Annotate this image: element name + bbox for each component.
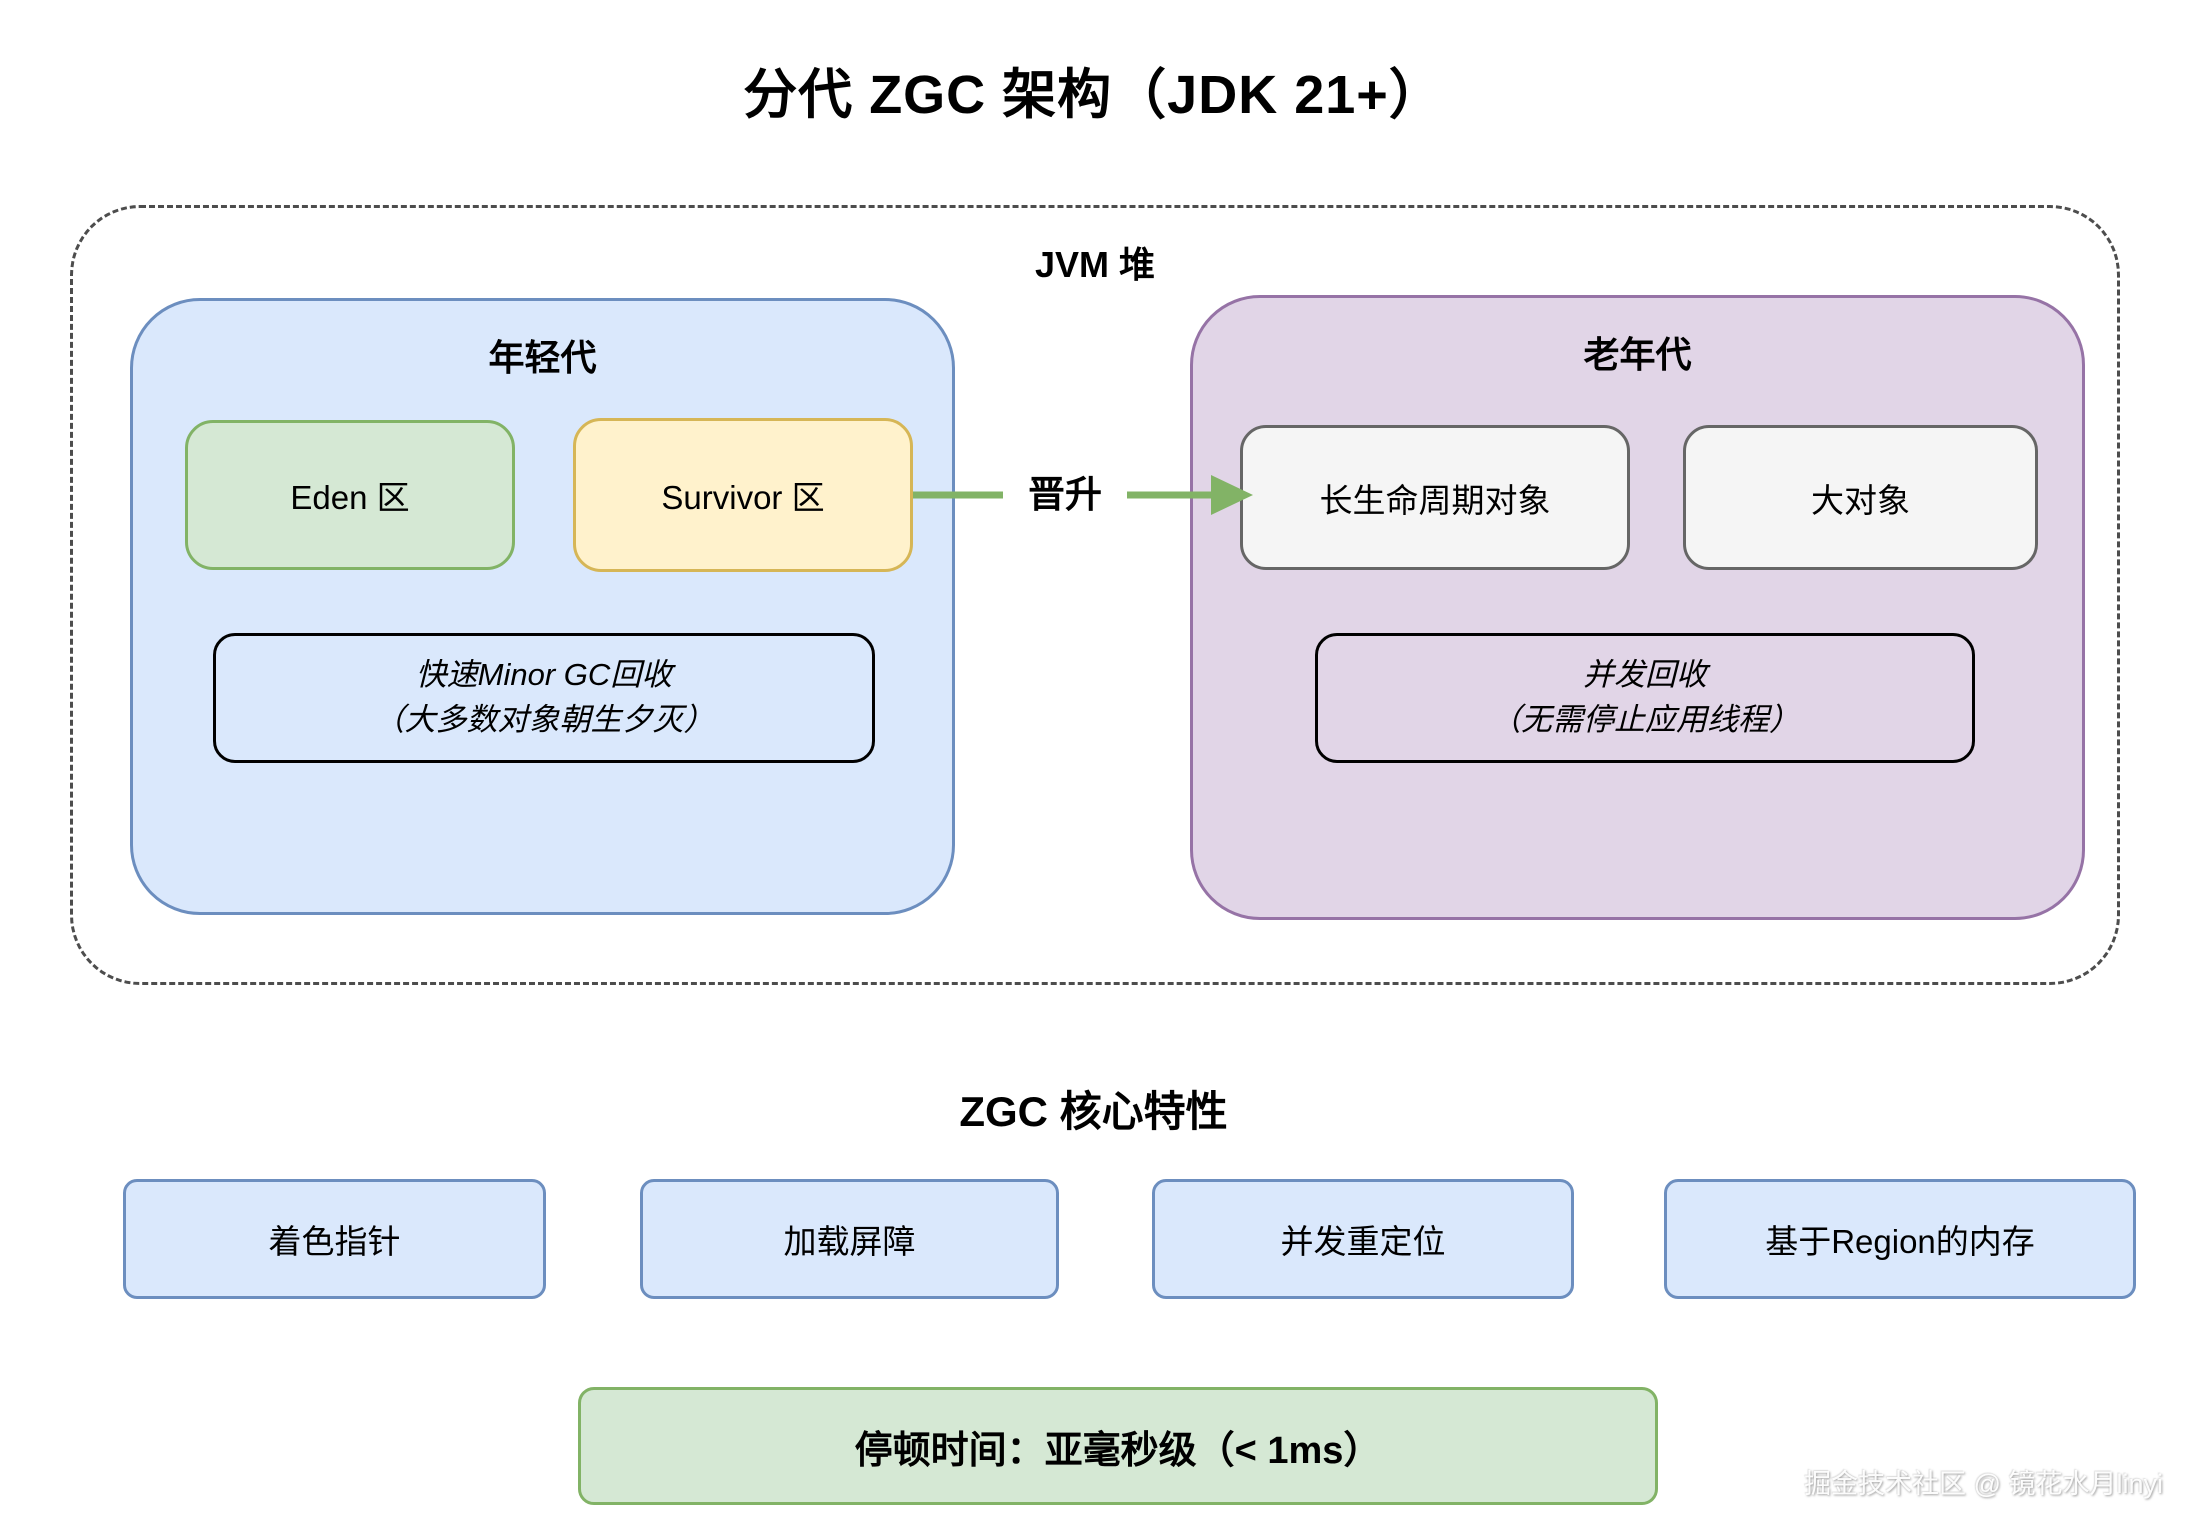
feature-concurrent-relocation-label: 并发重定位 — [1280, 1223, 1446, 1260]
eden-region-label: Eden 区 — [290, 479, 410, 516]
jvm-heap-container: JVM 堆 年轻代 Eden 区 Survivor 区 快速Minor GC回收… — [70, 205, 2120, 985]
long-lived-object-box: 长生命周期对象 — [1240, 425, 1630, 570]
survivor-region-label: Survivor 区 — [661, 479, 825, 516]
survivor-region-box: Survivor 区 — [573, 418, 913, 572]
watermark-text: 掘金技术社区 @ 镜花水月linyi — [1804, 1469, 2163, 1499]
feature-colored-pointers-label: 着色指针 — [268, 1223, 401, 1260]
concurrent-gc-note-box: 并发回收 （无需停止应用线程） — [1315, 633, 1975, 763]
pause-time-box: 停顿时间：亚毫秒级（< 1ms） — [578, 1387, 1658, 1505]
young-generation-label: 年轻代 — [488, 337, 597, 378]
minor-gc-note-line1: 快速Minor GC回收 — [415, 657, 673, 693]
eden-region-box: Eden 区 — [185, 420, 515, 570]
feature-load-barriers: 加载屏障 — [640, 1179, 1059, 1299]
feature-colored-pointers: 着色指针 — [123, 1179, 546, 1299]
long-lived-object-label: 长生命周期对象 — [1319, 481, 1551, 519]
feature-load-barriers-label: 加载屏障 — [783, 1223, 916, 1260]
page-title: 分代 ZGC 架构（JDK 21+） — [743, 65, 1444, 125]
minor-gc-note-box: 快速Minor GC回收 （大多数对象朝生夕灭） — [213, 633, 875, 763]
pause-time-label: 停顿时间：亚毫秒级（< 1ms） — [854, 1429, 1382, 1472]
zgc-features-heading: ZGC 核心特性 — [959, 1088, 1228, 1135]
feature-concurrent-relocation: 并发重定位 — [1152, 1179, 1574, 1299]
large-object-box: 大对象 — [1683, 425, 2038, 570]
concurrent-gc-note-line1: 并发回收 — [1583, 657, 1707, 693]
jvm-heap-label: JVM 堆 — [1034, 244, 1156, 285]
young-generation-box: 年轻代 Eden 区 Survivor 区 快速Minor GC回收 （大多数对… — [130, 298, 955, 915]
large-object-label: 大对象 — [1811, 481, 1910, 519]
concurrent-gc-note-line2: （无需停止应用线程） — [1490, 702, 1800, 737]
promotion-label: 晋升 — [1003, 470, 1127, 520]
minor-gc-note-line2: （大多数对象朝生夕灭） — [373, 702, 715, 737]
old-generation-label: 老年代 — [1583, 334, 1692, 375]
feature-region-based-memory: 基于Region的内存 — [1664, 1179, 2136, 1299]
feature-region-based-memory-label: 基于Region的内存 — [1765, 1223, 2035, 1260]
old-generation-box: 老年代 长生命周期对象 大对象 并发回收 （无需停止应用线程） — [1190, 295, 2085, 920]
